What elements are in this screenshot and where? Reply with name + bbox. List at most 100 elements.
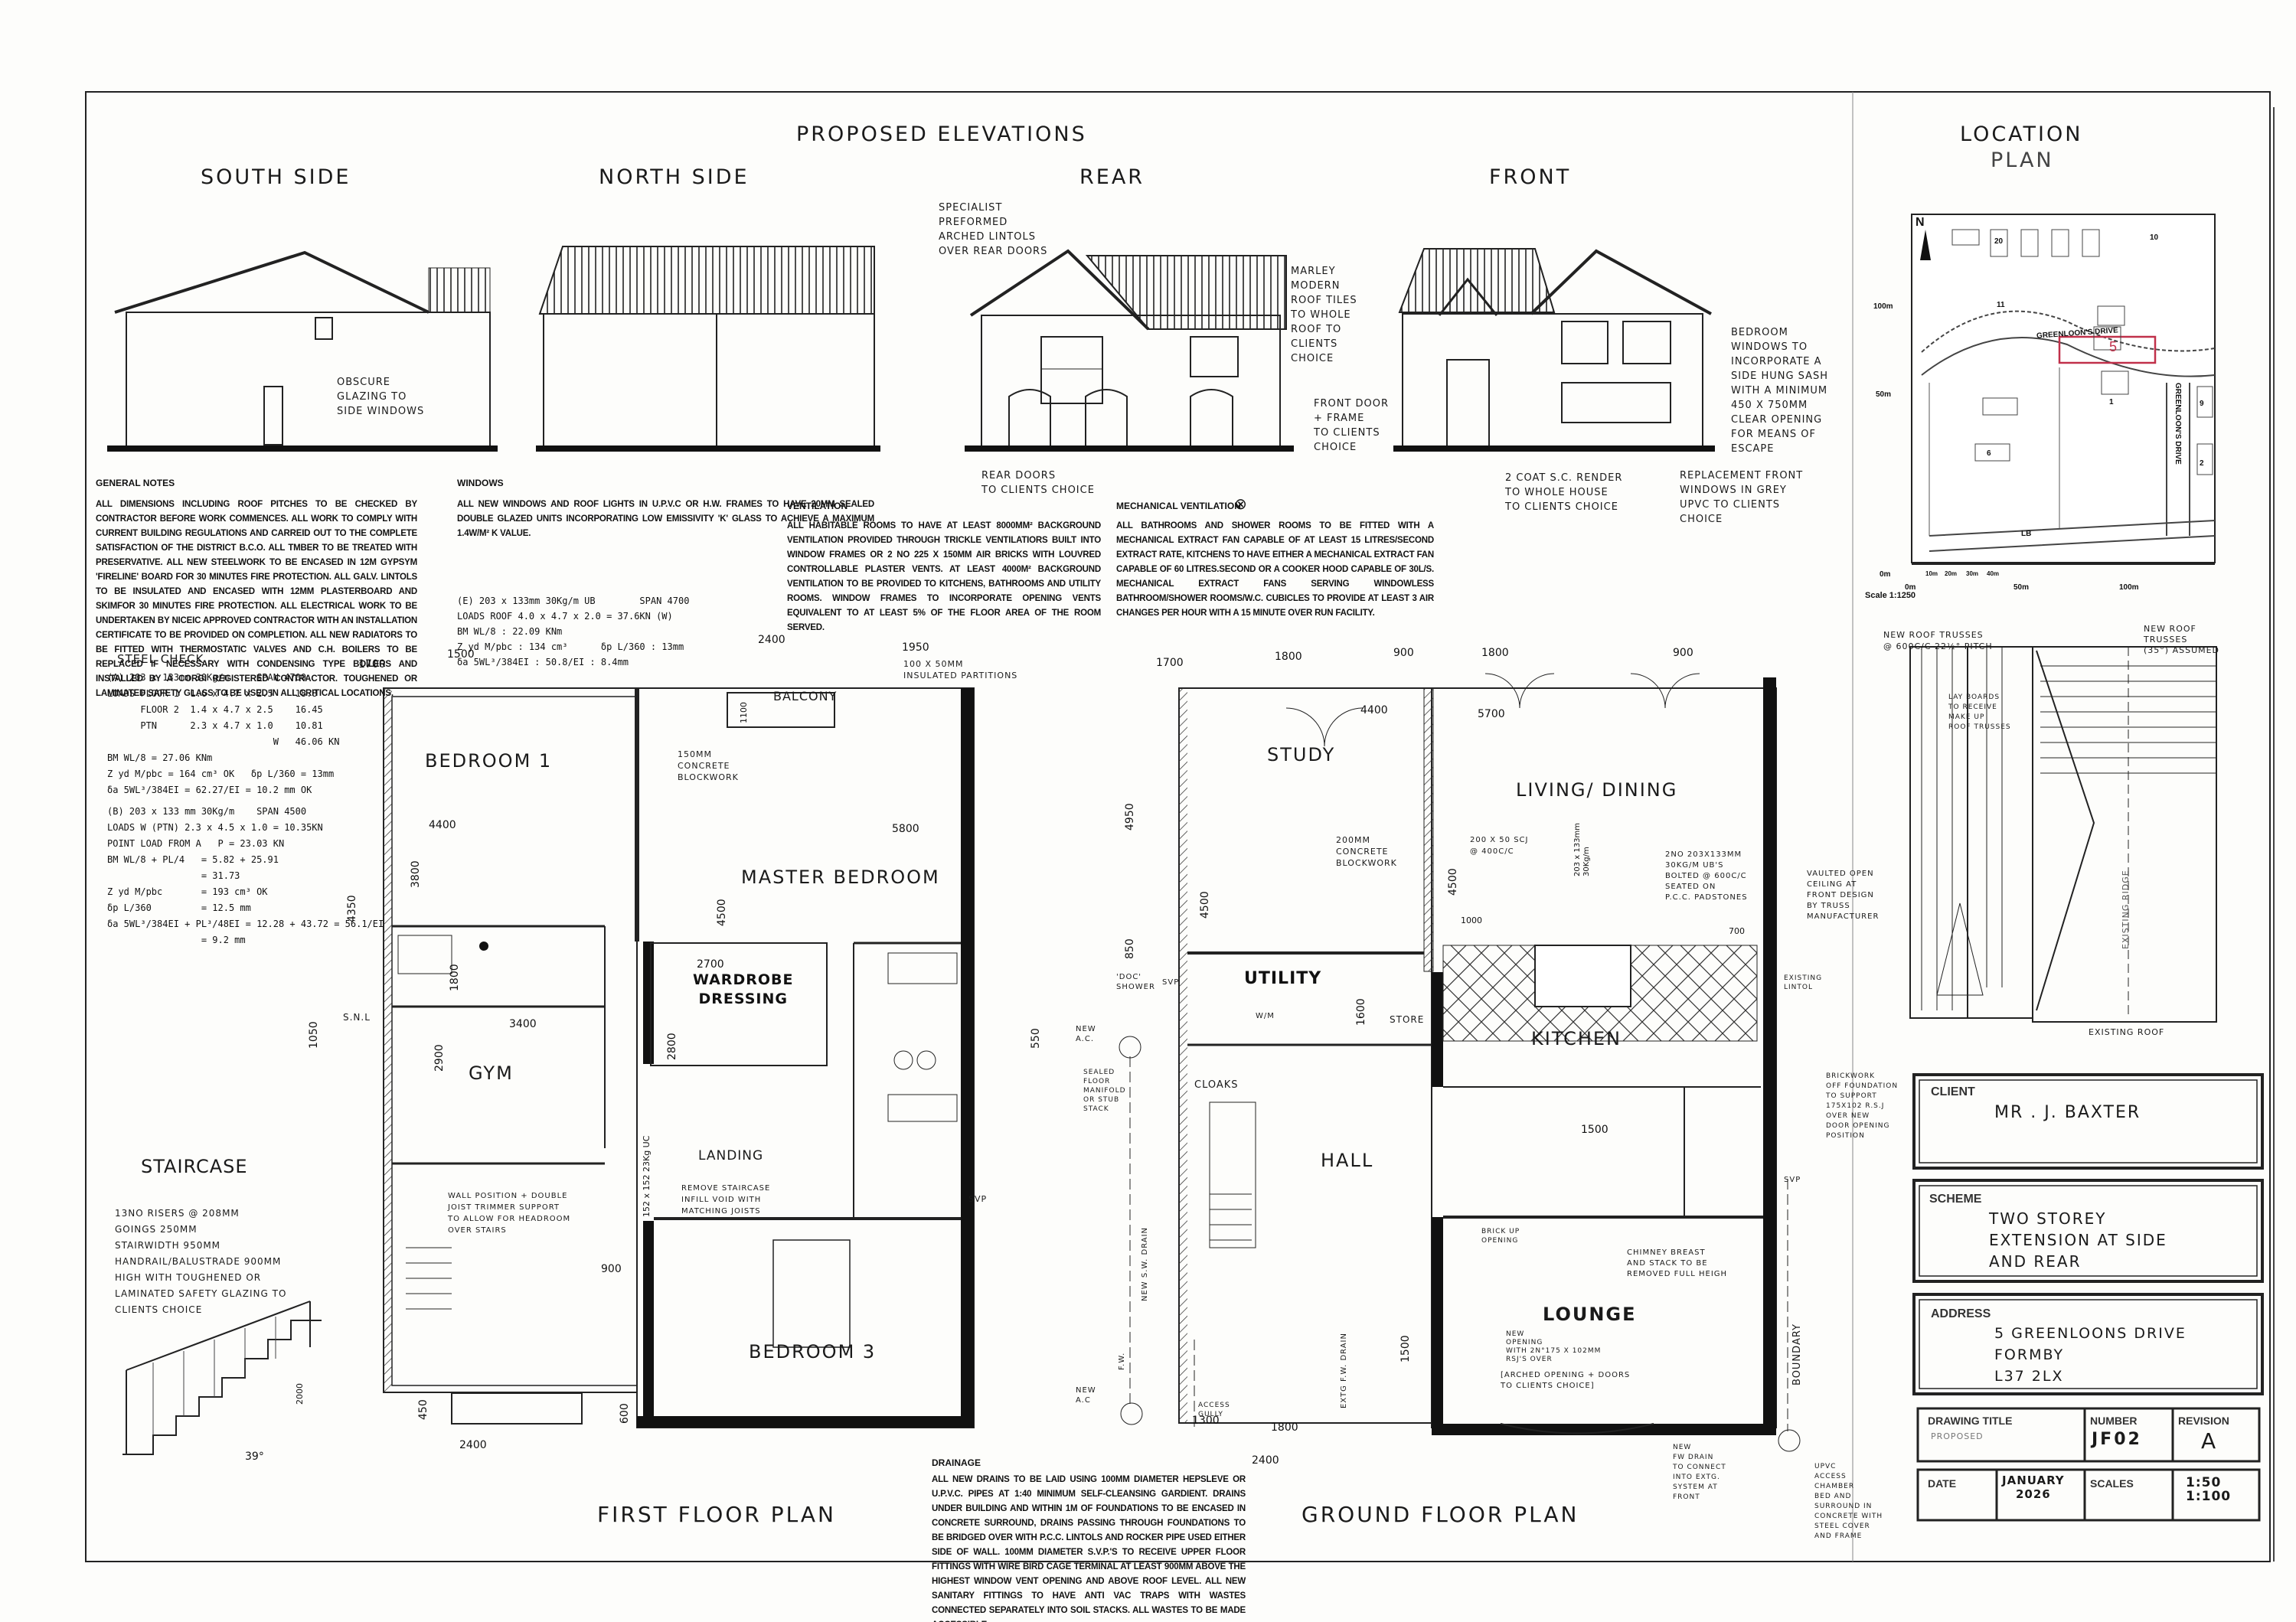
dimension: 1950	[902, 641, 929, 654]
room-wardrobe-dressing: WARDROBE DRESSING	[693, 971, 794, 1007]
number-label: NUMBER	[2090, 1415, 2138, 1427]
dimension: 2400	[1252, 1454, 1279, 1467]
stair-section	[122, 1301, 322, 1455]
dimension: 1000	[1461, 915, 1482, 925]
shower-note: 'DOC' SHOWER	[1116, 973, 1155, 991]
roof-tiles-note: MARLEY MODERN ROOF TILES TO WHOLE ROOF T…	[1291, 266, 1357, 364]
house-number: 6	[1987, 449, 1991, 458]
dimension: 4500	[1199, 891, 1211, 919]
ventilation-heading: VENTILATION	[787, 501, 848, 511]
general-notes-body: All dimensions including roof pitches to…	[96, 500, 417, 698]
dimension: 4400	[429, 819, 456, 831]
dimension: 550	[1030, 1028, 1042, 1049]
new-ac-label-2: NEW A.C	[1076, 1386, 1096, 1405]
new-fw-drain-note: NEW FW DRAIN TO CONNECT INTO EXTG. SYSTE…	[1673, 1444, 1726, 1501]
sealed-manifold-note: SEALED FLOOR MANIFOLD OR STUB STACK	[1083, 1069, 1126, 1113]
dimension: 4500	[716, 899, 728, 926]
room-gym: GYM	[469, 1062, 514, 1084]
dimension: 1700	[1156, 657, 1184, 669]
chimney-note: CHIMNEY BREAST AND STACK TO BE REMOVED F…	[1627, 1248, 1728, 1278]
location-map	[1911, 214, 2216, 565]
dimension: 900	[1673, 647, 1693, 659]
drainage-body: All new drains to be laid using 100mm di…	[932, 1475, 1246, 1622]
dimension: 3800	[410, 860, 422, 888]
dimension: 1500	[1581, 1124, 1609, 1136]
number-value: JF02	[2092, 1430, 2142, 1449]
dimension: 1500	[1399, 1335, 1412, 1363]
date-value: JANUARY 2026	[2002, 1474, 2065, 1501]
dimension: 2800	[666, 1033, 678, 1060]
access-chamber-icon	[1120, 1402, 1143, 1425]
dimension: 1600	[1355, 998, 1367, 1026]
room-landing: LANDING	[698, 1148, 764, 1163]
dimension: 4500	[1447, 868, 1459, 896]
map-tick: 0m	[1880, 570, 1891, 579]
house-number: 9	[2200, 400, 2204, 408]
rear-elevation	[965, 249, 1294, 452]
road-label-greenloons-2: GREENLOON'S DRIVE	[2174, 383, 2182, 465]
map-tick: 10m	[1925, 570, 1938, 577]
access-gully-label: ACCESS GULLY	[1198, 1402, 1230, 1418]
new-roof-trusses-note: NEW ROOF TRUSSES @ 600c/c 22½° PITCH	[1883, 630, 1993, 651]
house-number: 20	[1994, 237, 2004, 246]
new-opening-note: NEW OPENING WITH 2N°175 x 102mm RSJ'S OV…	[1506, 1330, 1602, 1363]
elevation-title-north: NORTH SIDE	[599, 165, 750, 189]
ground-floor-plan-walls	[1119, 673, 1801, 1452]
dimension: 3400	[509, 1018, 537, 1030]
dimension: 2900	[433, 1044, 446, 1072]
steel-calc-e: (E) 203 x 133mm 30Kg/m UB SPAN 4700 LOAD…	[457, 596, 690, 667]
dimension: 4950	[1124, 803, 1136, 831]
dimension: 1800	[1271, 1421, 1298, 1434]
dimension: 900	[1393, 647, 1414, 659]
address-label: ADDRESS	[1931, 1307, 1991, 1320]
stair-angle: 39°	[245, 1451, 264, 1463]
svp-label: SVP	[1162, 978, 1180, 987]
roof-plan	[1909, 646, 2217, 1023]
dimension: 5800	[892, 823, 919, 835]
rear-doors-note: REAR DOORS TO CLIENTS CHOICE	[981, 470, 1095, 496]
address-value: 5 GREENLOONS DRIVE FORMBY L37 2LX	[1994, 1325, 2187, 1385]
dimension: 1800	[1275, 651, 1302, 663]
access-chamber-icon	[1778, 1429, 1801, 1452]
drawing-title-value: PROPOSED	[1931, 1431, 1984, 1441]
room-bedroom-1: BEDROOM 1	[425, 750, 553, 772]
house-number: 11	[1997, 301, 2005, 309]
mechanical-ventilation-body: All bathrooms and shower rooms to be fit…	[1116, 521, 1434, 618]
steel-calc-b: (B) 203 x 133 mm 30Kg/m SPAN 4500 LOADS …	[107, 806, 384, 945]
scales-value: 1:50 1:100	[2186, 1475, 2232, 1504]
map-tick: 50m	[2013, 583, 2030, 592]
staircase-notes: 13No RISERS @ 208mm GOINGS 250mm STAIRWI…	[115, 1208, 287, 1315]
drainage-heading: DRAINAGE	[932, 1457, 981, 1468]
room-hall: HALL	[1321, 1150, 1374, 1171]
sheet-border	[85, 91, 2271, 1562]
assumed-trusses-note: NEW ROOF TRUSSES (35°) ASSUMED	[2144, 624, 2220, 655]
first-floor-plan-title: FIRST FLOOR PLAN	[597, 1502, 836, 1527]
kitchen-island	[1534, 945, 1631, 1007]
mechanical-ventilation-heading: MECHANICAL VENTILATION	[1116, 501, 1241, 511]
existing-roof-label: EXISTING ROOF	[2089, 1027, 2165, 1037]
house-number: 2	[2200, 459, 2204, 468]
drawing-title-label: DRAWING TITLE	[1928, 1415, 2013, 1427]
elevation-title-front: FRONT	[1489, 165, 1572, 189]
dimension: 450	[417, 1399, 429, 1420]
dimension: 1100	[739, 702, 749, 723]
front-door-note: FRONT DOOR + FRAME TO CLIENTS CHOICE	[1314, 398, 1390, 453]
lb-label: LB	[2021, 530, 2032, 538]
stair-height: 2000	[295, 1383, 305, 1405]
brickwork-note: BRICKWORK OFF FOUNDATION TO SUPPORT 175X…	[1826, 1072, 1899, 1140]
dimension: 1300	[1192, 1415, 1220, 1427]
first-floor-plan-walls	[383, 687, 975, 1428]
steel-uc-label: 152 x 152 23Kg UC	[642, 1135, 652, 1217]
boundary-label: BOUNDARY	[1791, 1323, 1803, 1385]
fw-drain-label: EXTG F.W. DRAIN	[1340, 1333, 1348, 1408]
dimension: 2700	[697, 958, 724, 971]
scheme-value: TWO STOREY EXTENSION AT SIDE AND REAR	[1989, 1209, 2167, 1271]
existing-ridge-label: EXISTING RIDGE	[2121, 870, 2131, 949]
joists-note: 200 x 50 SCJ @ 400c/c	[1470, 836, 1529, 856]
room-lounge: LOUNGE	[1543, 1304, 1637, 1325]
room-living-dining: LIVING/ DINING	[1516, 779, 1678, 801]
room-bedroom-3: BEDROOM 3	[749, 1341, 877, 1363]
upvc-access-note: UPVC ACCESS CHAMBER BED AND SURROUND IN …	[1814, 1463, 1883, 1540]
wall-position-note: WALL POSITION + DOUBLE JOIST TRIMMER SUP…	[448, 1192, 571, 1235]
